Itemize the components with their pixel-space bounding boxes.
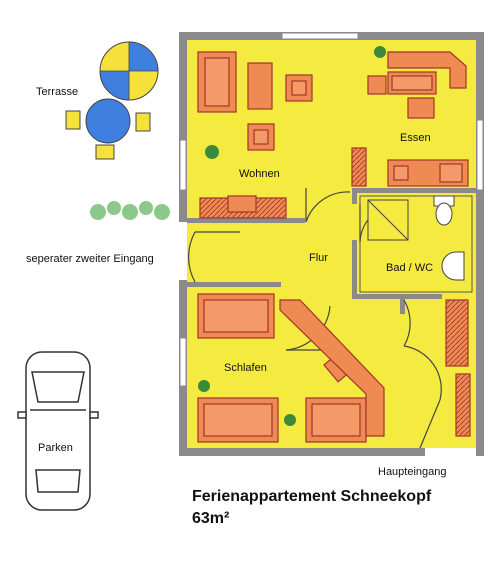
main-entrance-label: Haupteingang <box>378 466 447 478</box>
windows <box>179 32 484 387</box>
indoor-plants <box>198 46 386 426</box>
bedroom-furniture <box>197 293 385 443</box>
bathroom-fixtures <box>367 195 465 281</box>
hedge <box>90 201 170 220</box>
room-label-wohnen: Wohnen <box>239 168 280 180</box>
plan-area: 63m² <box>192 510 230 527</box>
car-icon <box>17 351 99 511</box>
parking-label: Parken <box>38 442 73 454</box>
room-label-bad: Bad / WC <box>386 262 434 274</box>
door-swings <box>188 188 442 449</box>
living-furniture <box>197 51 313 219</box>
interior-walls <box>187 188 476 314</box>
terrace-umbrella <box>99 41 159 101</box>
room-label-essen: Essen <box>400 132 431 144</box>
plan-title: Ferienappartement Schneekopf <box>192 488 432 505</box>
terrace-label: Terrasse <box>36 86 79 98</box>
dining-furniture <box>351 51 469 187</box>
room-label-flur: Flur <box>309 252 328 264</box>
room-label-schlafen: Schlafen <box>224 362 267 374</box>
corridor-cabinets <box>445 299 471 437</box>
second-entrance-label: seperater zweiter Eingang <box>26 253 154 265</box>
terrace-table <box>65 98 151 160</box>
